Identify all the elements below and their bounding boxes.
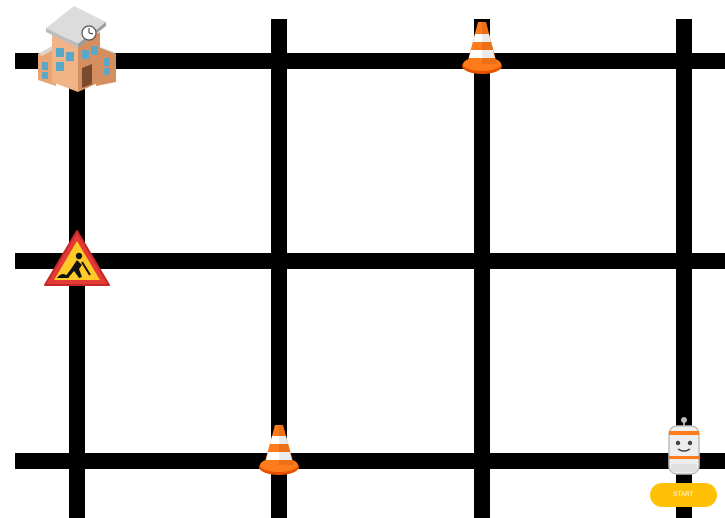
road-horizontal-3 — [15, 453, 725, 469]
road-horizontal-1 — [15, 53, 725, 69]
school-building-icon — [34, 2, 120, 94]
start-button[interactable]: START — [650, 483, 717, 507]
robot-icon — [662, 416, 706, 478]
road-work-sign-icon — [43, 228, 111, 288]
traffic-cone-icon — [258, 423, 300, 477]
road-horizontal-2 — [15, 253, 725, 269]
traffic-cone-icon — [461, 20, 503, 76]
road-vertical-3 — [474, 19, 490, 518]
